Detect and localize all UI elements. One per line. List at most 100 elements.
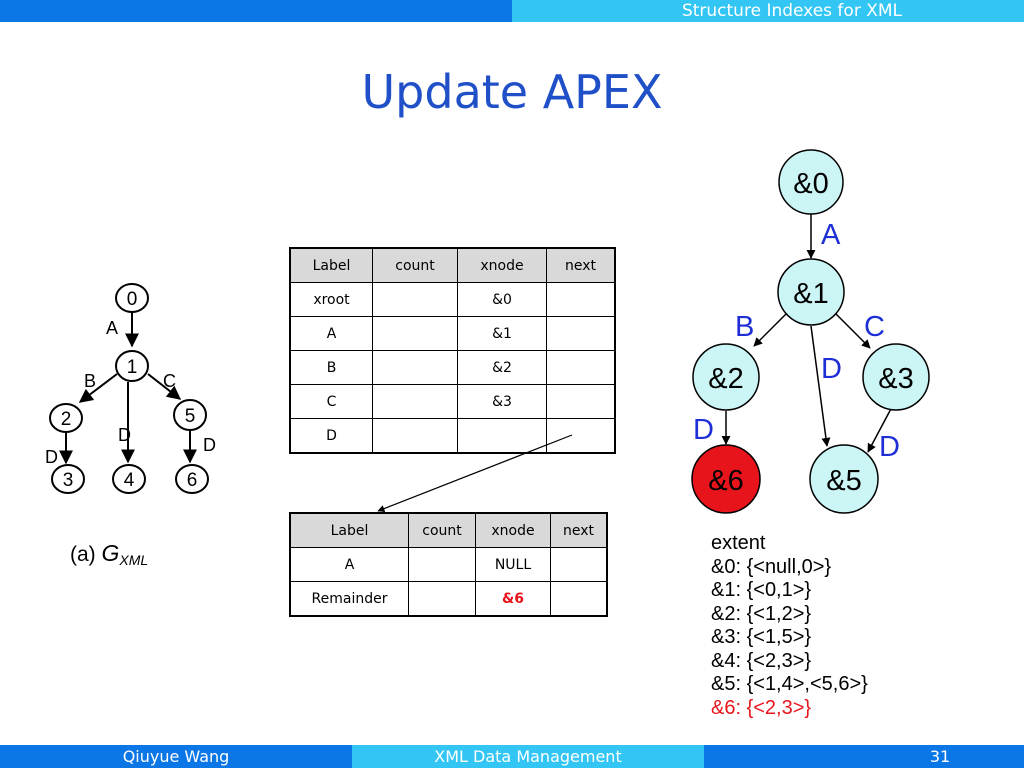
apex-graph: &0 &1 &2 &3 &6 &5 A B C D D D (691, 149, 930, 514)
table-header-cell: xnode (457, 247, 547, 283)
header-bar-left (0, 0, 512, 22)
gxml-edge-label-d-2: D (45, 447, 58, 467)
table-header-cell: count (408, 512, 476, 548)
gxml-node-5 (173, 399, 207, 431)
table-cell-label: xroot (289, 282, 373, 317)
hash-table-main: Label count xnode next xroot &0 A &1 B &… (289, 247, 616, 454)
table-row: A NULL (289, 547, 608, 582)
apex-node-5 (809, 444, 879, 514)
extent-line-highlight: &6: {<2,3>} (711, 696, 812, 719)
apex-edge-1-3 (835, 313, 871, 349)
gxml-edge-1-2 (78, 373, 118, 403)
gxml-node-label-0: 0 (127, 289, 138, 310)
extent-line-prefix: &0: (711, 555, 747, 578)
table-cell-xnode: &2 (457, 350, 547, 385)
gxml-edge-label-d-3: D (203, 435, 216, 455)
extent-line-value: {<0,1>} (746, 579, 812, 601)
gxml-node-1 (115, 350, 149, 382)
gxml-edge-label-d-1: D (118, 425, 131, 445)
table-cell-label: B (289, 350, 373, 385)
table-cell-next (550, 581, 608, 617)
gxml-node-3 (51, 464, 85, 494)
extent-line-prefix: &3: (711, 626, 747, 648)
table-cell-count (372, 418, 458, 454)
table-cell-count (372, 384, 458, 419)
hash-table-d: Label count xnode next A NULL Remainder … (289, 512, 608, 617)
table-cell-count (408, 581, 476, 617)
extent-title: extent (711, 532, 766, 554)
apex-node-label-2: &2 (708, 363, 743, 395)
extent-line: &0: {<null,0>} (711, 556, 868, 580)
apex-node-label-6: &6 (708, 465, 743, 497)
table-cell-next (546, 350, 616, 385)
table-header-cell: next (550, 512, 608, 548)
table-cell-label: C (289, 384, 373, 419)
gxml-node-6 (175, 464, 209, 494)
table-cell-xnode: &3 (457, 384, 547, 419)
gxml-edge-label-c: C (163, 371, 176, 391)
table-cell-next (546, 316, 616, 351)
extent-line-prefix: &5: (711, 673, 747, 695)
gxml-caption-subscript: XML (118, 552, 148, 568)
extent-line-value: {<1,4>,<5,6>} (746, 673, 868, 695)
gxml-caption-symbol: G (102, 540, 120, 566)
apex-node-label-1: &1 (793, 278, 828, 310)
extent-list: extent &0: {<null,0>} &1: {<0,1>} &2: {<… (711, 532, 868, 720)
table-row: Remainder &6 (289, 581, 608, 617)
extent-line: &4: {<2,3>} (711, 650, 868, 674)
table-cell-label: A (289, 547, 409, 582)
table-cell-label: A (289, 316, 373, 351)
table-row: A &1 (289, 316, 616, 351)
slide-title: Update APEX (361, 65, 663, 119)
gxml-node-label-2: 2 (61, 409, 72, 430)
table-cell-next (546, 418, 616, 454)
apex-node-6 (691, 444, 761, 514)
table-cell-next (546, 282, 616, 317)
footer-course: XML Data Management (434, 747, 622, 766)
apex-edge-label-d-1: D (821, 353, 842, 385)
gxml-node-label-4: 4 (124, 470, 135, 491)
gxml-node-4 (112, 464, 146, 494)
table-row: B &2 (289, 350, 616, 385)
table-cell-label: D (289, 418, 373, 454)
table-row: C &3 (289, 384, 616, 419)
table-cell-xnode: NULL (475, 547, 551, 582)
apex-edge-label-c: C (864, 311, 885, 343)
apex-edge-1-5 (810, 325, 831, 447)
apex-node-3 (862, 343, 930, 411)
table-row: xroot &0 (289, 282, 616, 317)
table-header-cell: Label (289, 247, 373, 283)
table-cell-xnode: &1 (457, 316, 547, 351)
gxml-tree: 0 1 2 3 4 5 6 A B C D D D (a) GXML (45, 283, 216, 568)
apex-edge-3-5 (867, 404, 894, 453)
header-bar-right (512, 0, 1024, 22)
apex-node-label-5: &5 (826, 465, 861, 497)
table-header-cell: Label (289, 512, 409, 548)
apex-node-label-3: &3 (878, 363, 913, 395)
table-header-cell: count (372, 247, 458, 283)
footer-bar-left (0, 745, 352, 768)
extent-line-value: {<1,2>} (746, 602, 812, 625)
apex-edge-label-d-2: D (693, 414, 714, 446)
footer-author: Qiuyue Wang (122, 747, 230, 766)
table-cell-count (372, 350, 458, 385)
table-row: D (289, 418, 616, 454)
footer-bar-middle (352, 745, 704, 768)
gxml-caption: (a) GXML (70, 540, 148, 568)
table-cell-count (372, 316, 458, 351)
table-cell-count (408, 547, 476, 582)
table-header-row: Label count xnode next (289, 512, 608, 548)
gxml-node-label-6: 6 (187, 470, 198, 491)
extent-line-value: {<1,5>} (746, 626, 812, 648)
apex-edge-1-2 (753, 313, 787, 347)
apex-edge-label-b: B (735, 311, 754, 343)
table-cell-count (372, 282, 458, 317)
extent-line-value: {<null,0>} (746, 555, 832, 578)
extent-line: &5: {<1,4>,<5,6>} (711, 673, 868, 697)
gxml-node-label-3: 3 (63, 470, 74, 491)
apex-node-2 (692, 343, 760, 411)
gxml-node-2 (49, 403, 83, 433)
gxml-caption-prefix: (a) (70, 543, 96, 566)
gxml-node-label-1: 1 (127, 357, 138, 378)
